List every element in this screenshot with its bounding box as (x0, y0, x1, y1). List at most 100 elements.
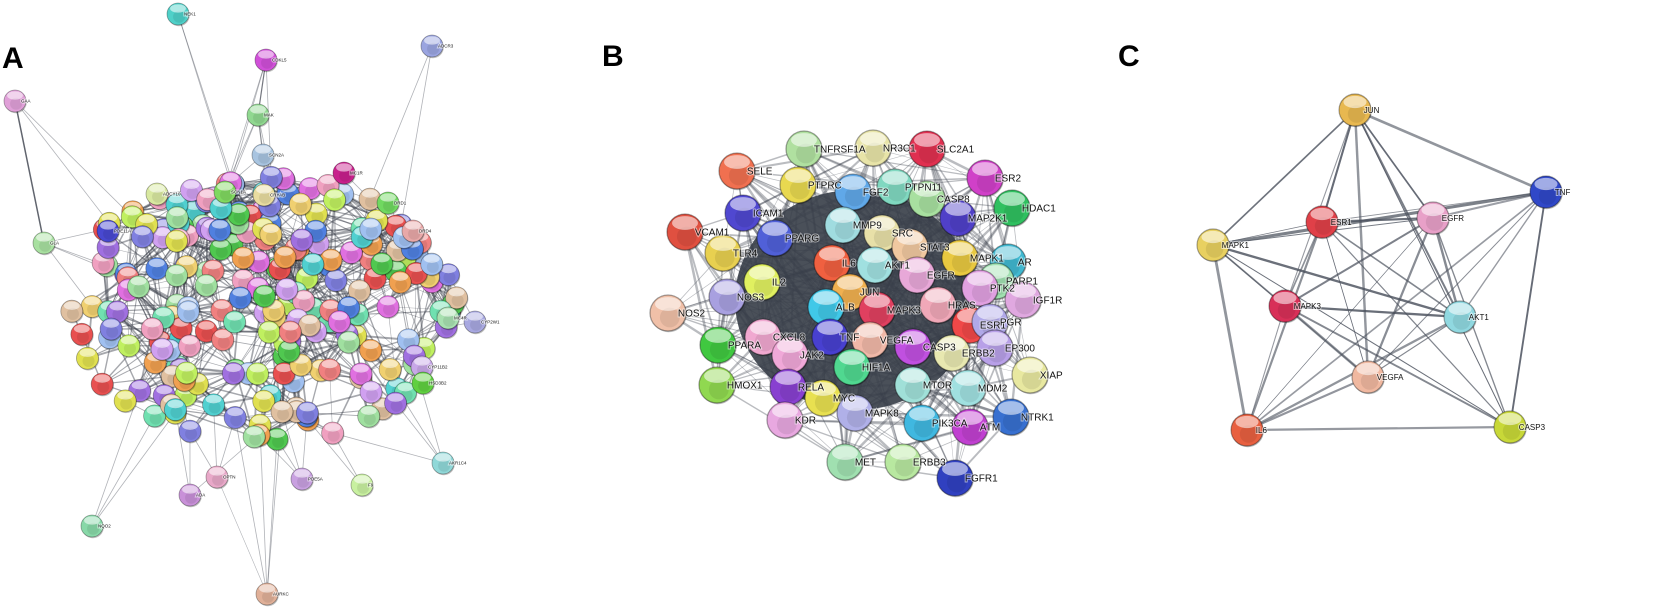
network-node[interactable] (288, 192, 313, 217)
protein-structure-icon (324, 366, 337, 379)
network-node[interactable] (376, 295, 400, 319)
network-node[interactable] (180, 178, 204, 203)
network-node[interactable] (76, 346, 100, 371)
network-node[interactable] (194, 274, 219, 298)
network-node[interactable] (150, 337, 174, 362)
network-node[interactable] (165, 229, 189, 254)
network-node[interactable] (272, 362, 296, 386)
network-node[interactable] (265, 427, 289, 452)
network-node[interactable] (357, 404, 381, 429)
network-node[interactable] (178, 419, 202, 444)
node-label: CRYAB (270, 193, 285, 198)
network-node[interactable] (388, 270, 412, 295)
network-node[interactable] (358, 187, 382, 212)
network-node[interactable] (275, 277, 299, 302)
protein-structure-icon (253, 258, 266, 271)
protein-structure-icon (120, 397, 133, 410)
network-node[interactable] (370, 252, 394, 276)
network-node[interactable] (223, 310, 247, 335)
network-node[interactable] (90, 372, 114, 397)
network-node[interactable] (70, 322, 94, 347)
network-node[interactable] (318, 358, 342, 382)
network-node[interactable] (378, 357, 402, 382)
network-node[interactable] (304, 202, 329, 227)
network-node[interactable] (259, 222, 283, 247)
node-highlight (340, 332, 357, 341)
network-node[interactable] (337, 330, 361, 355)
network-node[interactable] (298, 313, 322, 338)
network-node[interactable] (60, 299, 84, 324)
network-node[interactable] (445, 286, 469, 310)
node-label: MMP9 (853, 221, 882, 232)
network-node[interactable] (196, 188, 220, 212)
network-node[interactable] (91, 251, 115, 276)
network-node[interactable] (323, 188, 347, 212)
network-node[interactable] (384, 391, 408, 416)
network-node[interactable] (209, 196, 233, 221)
network-node[interactable] (292, 289, 316, 314)
protein-structure-icon (305, 185, 318, 198)
network-node[interactable] (178, 334, 202, 359)
node-highlight (79, 348, 96, 357)
protein-structure-icon (268, 306, 281, 320)
edge (307, 419, 363, 486)
network-node[interactable] (277, 339, 301, 364)
network-node[interactable] (437, 263, 461, 287)
network-node[interactable] (117, 334, 141, 358)
network-node[interactable] (363, 267, 387, 291)
network-node[interactable] (228, 286, 253, 311)
network-node[interactable] (319, 248, 343, 273)
network-node[interactable] (301, 252, 325, 277)
network-node[interactable] (202, 393, 226, 417)
network-node[interactable] (223, 406, 247, 430)
node-label: AKT1 (885, 261, 910, 272)
network-node[interactable] (99, 317, 123, 342)
network-node[interactable] (113, 389, 137, 414)
network-node[interactable] (165, 264, 189, 288)
node-highlight (263, 167, 280, 176)
network-node[interactable] (163, 398, 188, 422)
network-node[interactable] (273, 245, 297, 270)
network-node[interactable] (270, 400, 294, 424)
edge (1366, 217, 1435, 378)
node-label: ATM (980, 423, 1000, 434)
edge (226, 59, 267, 184)
network-node[interactable] (257, 320, 281, 345)
network-node[interactable] (143, 404, 167, 429)
network-node[interactable] (221, 361, 246, 386)
network-node[interactable] (278, 320, 303, 345)
network-node[interactable] (165, 206, 189, 230)
network-node[interactable] (176, 300, 201, 324)
network-node[interactable] (420, 252, 444, 277)
network-node[interactable] (246, 362, 270, 386)
network-node[interactable] (252, 284, 277, 309)
node-highlight (119, 268, 136, 277)
network-node[interactable] (347, 279, 372, 304)
network-node[interactable] (339, 241, 364, 265)
network-node[interactable] (175, 361, 199, 386)
network-node[interactable] (231, 246, 255, 271)
node-highlight (351, 281, 368, 290)
protein-structure-icon (279, 253, 293, 266)
protein-structure-icon (307, 260, 320, 273)
network-node[interactable] (169, 316, 193, 341)
node-label: SELE (747, 167, 773, 178)
protein-structure-icon (238, 254, 251, 267)
network-node[interactable] (252, 389, 276, 414)
network-node[interactable] (321, 421, 345, 446)
network-node[interactable] (127, 275, 151, 299)
network-node[interactable] (359, 339, 383, 363)
network-node[interactable] (130, 225, 155, 249)
node-label: STAT3 (920, 243, 950, 254)
network-node[interactable] (211, 328, 235, 352)
node-highlight (353, 364, 369, 373)
protein-structure-icon (215, 245, 228, 258)
network-node[interactable] (359, 380, 383, 405)
network-node[interactable] (227, 203, 251, 227)
network-node[interactable] (324, 268, 348, 293)
network-node[interactable] (349, 362, 373, 387)
network-node[interactable] (208, 218, 232, 243)
network-node[interactable] (295, 401, 320, 425)
network-node[interactable] (145, 257, 169, 281)
node-highlight (109, 302, 126, 311)
